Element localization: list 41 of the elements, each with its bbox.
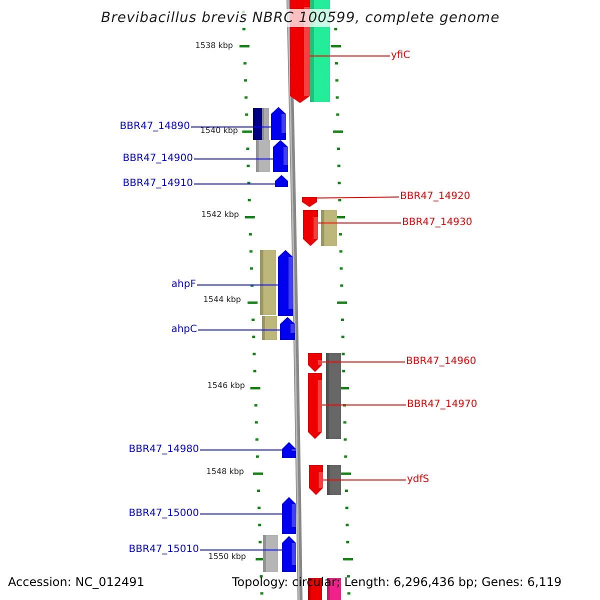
- gene-label: BBR47_14960: [406, 356, 476, 368]
- scale-label: 1538 kbp: [195, 41, 233, 51]
- gene-label: BBR47_14900: [122, 153, 193, 165]
- leader-line: [318, 222, 402, 224]
- leader-line: [196, 284, 278, 286]
- gene-block: [273, 140, 288, 172]
- gene-block: [271, 107, 286, 140]
- gene-label: yfiC: [391, 50, 410, 62]
- leader-line: [322, 404, 406, 406]
- scale-label: 1546 kbp: [207, 381, 245, 391]
- scale-label: 1548 kbp: [206, 467, 244, 477]
- gene-label: BBR47_15010: [128, 544, 199, 556]
- scale-label: 1540 kbp: [200, 126, 238, 136]
- gene-label: ahpC: [171, 324, 197, 336]
- gene-label: BBR47_14910: [122, 178, 193, 190]
- gene-label: BBR47_15000: [128, 508, 199, 520]
- scale-label: 1542 kbp: [201, 210, 239, 220]
- gene-block: [280, 317, 295, 340]
- gene-label: BBR47_14980: [128, 444, 199, 456]
- genome-info-text: Topology: circular; Length: 6,296,436 bp; Genes: 6,119: [232, 575, 562, 589]
- gene-block: [275, 175, 288, 187]
- leader-line: [316, 196, 400, 198]
- gene-block: [302, 197, 317, 207]
- gene-label: BBR47_14890: [120, 121, 190, 133]
- gene-label: BBR47_14970: [407, 399, 478, 411]
- gene-block: [308, 353, 322, 372]
- gene-label: ahpF: [171, 279, 196, 291]
- accession-text: Accession: NC_012491: [8, 575, 144, 589]
- gene-block: [303, 210, 318, 246]
- leader-line: [190, 126, 272, 128]
- gene-label: BBR47_14930: [402, 217, 472, 229]
- leader-line: [194, 158, 274, 160]
- gene-block: [282, 536, 296, 572]
- gene-block: [282, 497, 296, 534]
- title: Brevibacillus brevis NBRC 100599, complete genome: [101, 9, 500, 27]
- gene-label: ydfS: [407, 474, 430, 486]
- scale-label: 1544 kbp: [203, 295, 241, 305]
- gene-label: BBR47_14920: [400, 191, 470, 203]
- gene-block: [309, 465, 323, 495]
- scale-label: 1550 kbp: [208, 552, 246, 562]
- gene-block: [282, 442, 296, 458]
